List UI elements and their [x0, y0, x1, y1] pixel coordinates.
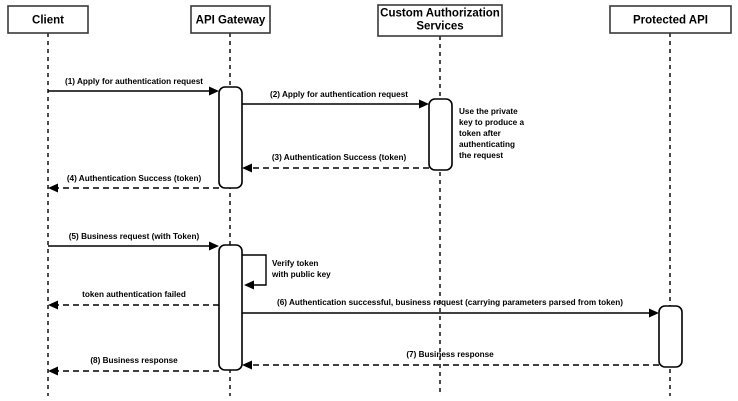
actor-box-client[interactable]	[7, 5, 89, 34]
message-2[interactable]: (2) Apply for authentication request	[242, 90, 429, 109]
note-private-key-line2: key to produce a	[459, 118, 525, 127]
message-8-arrowhead-icon	[48, 366, 58, 376]
message-7[interactable]: (7) Business response	[242, 350, 659, 370]
activation-protected-api	[658, 305, 683, 368]
message-3-arrowhead-icon	[242, 163, 252, 173]
actor-box-api-gateway[interactable]	[190, 5, 271, 34]
note-private-key-line1: Use the private	[459, 107, 518, 116]
actor-header-api-gateway[interactable]: API Gateway	[190, 5, 271, 34]
note-private-key-line5: the request	[459, 151, 503, 160]
actor-label-custom-auth-line1: Custom Authorization	[380, 8, 500, 20]
activation-bars	[218, 86, 683, 371]
note-private-key-line3: token after	[459, 129, 502, 138]
message-6-arrowhead-icon	[649, 308, 659, 318]
actor-label-client: Client	[32, 15, 64, 27]
message-5[interactable]: (5) Business request (with Token)	[48, 232, 219, 251]
actor-header-client[interactable]: Client	[7, 5, 89, 34]
actor-label-protected-api: Protected API	[633, 15, 708, 27]
self-message-verify-token-line2: with public key	[271, 270, 331, 279]
activation-custom-auth	[428, 98, 453, 171]
self-message-verify-token[interactable]: Verify token with public key	[242, 254, 331, 290]
message-2-arrowhead-icon	[419, 99, 429, 109]
self-message-verify-token-path	[242, 254, 267, 286]
message-2-label: (2) Apply for authentication request	[270, 90, 408, 99]
self-message-arrowhead-icon	[244, 280, 254, 290]
message-6[interactable]: (6) Authentication successful, business …	[242, 298, 659, 318]
message-4-label: (4) Authentication Success (token)	[67, 174, 202, 183]
message-3[interactable]: (3) Authentication Success (token)	[242, 153, 429, 173]
actor-box-custom-auth[interactable]	[377, 4, 503, 37]
lifelines	[47, 33, 671, 396]
activation-api-gateway-auth	[218, 86, 243, 189]
message-token-auth-failed[interactable]: token authentication failed	[48, 290, 219, 310]
actor-label-custom-auth-line2: Services	[416, 21, 463, 33]
note-private-key: Use the private key to produce a token a…	[459, 107, 525, 160]
message-6-label: (6) Authentication successful, business …	[277, 298, 623, 307]
self-message-verify-token-line1: Verify token	[272, 259, 318, 268]
message-4-arrowhead-icon	[48, 183, 58, 193]
actor-header-protected-api[interactable]: Protected API	[609, 5, 732, 34]
message-1-arrowhead-icon	[209, 86, 219, 96]
message-1-label: (1) Apply for authentication request	[65, 77, 203, 86]
message-5-arrowhead-icon	[209, 241, 219, 251]
actor-box-protected-api[interactable]	[609, 5, 732, 34]
message-1[interactable]: (1) Apply for authentication request	[48, 77, 219, 96]
message-4[interactable]: (4) Authentication Success (token)	[48, 174, 219, 193]
activation-api-gateway-business	[218, 244, 243, 371]
actor-header-custom-auth[interactable]: Custom Authorization Services	[377, 4, 503, 37]
message-3-label: (3) Authentication Success (token)	[272, 153, 407, 162]
message-8-label: (8) Business response	[90, 356, 178, 365]
message-token-auth-failed-arrowhead-icon	[48, 300, 58, 310]
actor-label-api-gateway: API Gateway	[196, 15, 266, 27]
message-7-label: (7) Business response	[406, 350, 494, 359]
message-8[interactable]: (8) Business response	[48, 356, 219, 376]
note-private-key-line4: authenticating	[459, 140, 515, 149]
message-token-auth-failed-label: token authentication failed	[82, 290, 186, 299]
message-5-label: (5) Business request (with Token)	[69, 232, 200, 241]
message-7-arrowhead-icon	[242, 360, 252, 370]
